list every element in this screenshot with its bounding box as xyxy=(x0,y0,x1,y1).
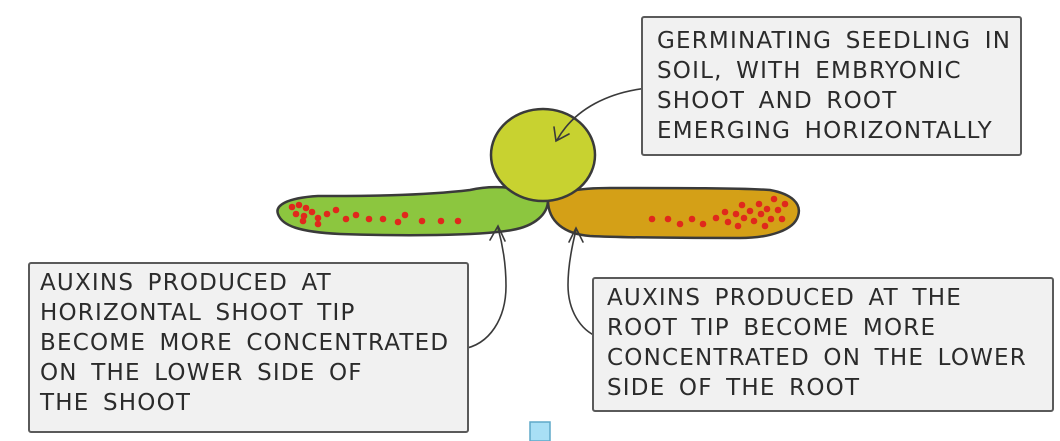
root-auxin-dot xyxy=(721,208,729,216)
root-auxin-dot xyxy=(724,218,732,226)
root-auxin-dot xyxy=(767,215,775,223)
shoot-auxin-dot xyxy=(379,215,387,223)
root-auxin-dot xyxy=(712,214,720,222)
root-auxin-dot xyxy=(676,220,684,228)
root-label-line-2: ROOT TIP BECOME MORE xyxy=(607,315,937,341)
root-label-arrow xyxy=(567,229,599,338)
root-auxin-dot xyxy=(774,206,782,214)
root-auxin-dot xyxy=(738,201,746,209)
shoot-label-line-5: THE SHOOT xyxy=(40,390,192,416)
shoot-auxin-dot xyxy=(394,218,402,226)
shoot-auxin-dot xyxy=(292,210,300,218)
root-label-line-3: CONCENTRATED ON THE LOWER xyxy=(607,345,1027,371)
root-auxin-dot xyxy=(699,220,707,228)
shoot-label-line-3: BECOME MORE CONCENTRATED xyxy=(40,330,450,356)
root-label-line-1: AUXINS PRODUCED AT THE xyxy=(607,285,962,311)
root-label-line-4: SIDE OF THE ROOT xyxy=(607,375,861,401)
shoot-auxin-dot xyxy=(295,201,303,209)
shoot-auxin-dot xyxy=(302,204,310,212)
root-auxin-dot xyxy=(781,200,789,208)
shoot-auxin-dot xyxy=(314,220,322,228)
shoot-label-arrow-head xyxy=(489,224,506,242)
shoot-auxin-dot xyxy=(332,206,340,214)
root-auxin-dot xyxy=(778,215,786,223)
shoot-label-arrow xyxy=(461,227,507,350)
root-auxin-dot xyxy=(757,210,765,218)
shoot-auxin-dot xyxy=(300,212,308,220)
shoot-auxin-dot xyxy=(401,211,409,219)
seedling-label-line-4: EMERGING HORIZONTALLY xyxy=(657,118,993,144)
seedling-label-arrow xyxy=(556,87,649,141)
ground-marker xyxy=(529,421,551,441)
shoot-auxin-dot xyxy=(323,210,331,218)
shoot-label-line-1: AUXINS PRODUCED AT xyxy=(40,270,332,296)
root-auxin-label: AUXINS PRODUCED AT THE ROOT TIP BECOME M… xyxy=(592,277,1054,412)
root-auxin-dot xyxy=(734,222,742,230)
shoot-auxin-dot xyxy=(352,211,360,219)
shoot-auxin-label: AUXINS PRODUCED AT HORIZONTAL SHOOT TIP … xyxy=(28,262,469,433)
shoot-auxin-dot xyxy=(314,214,322,222)
root-label-arrow-head xyxy=(568,226,584,243)
root-auxin-dot xyxy=(763,205,771,213)
root-auxin-dot xyxy=(688,215,696,223)
root-auxin-dot xyxy=(746,207,754,215)
seedling-label-line-3: SHOOT AND ROOT xyxy=(657,88,898,114)
shoot-auxin-dot xyxy=(454,217,462,225)
root-auxin-dot xyxy=(750,217,758,225)
seedling-label: GERMINATING SEEDLING IN SOIL, WITH EMBRY… xyxy=(641,16,1022,156)
shoot-auxin-dots xyxy=(288,201,462,228)
seedling-label-line-1: GERMINATING SEEDLING IN xyxy=(657,28,1012,54)
seedling-label-arrow-head xyxy=(553,126,570,143)
root-auxin-dots xyxy=(648,195,789,230)
shoot xyxy=(276,185,550,237)
shoot-auxin-dot xyxy=(308,208,316,216)
root-auxin-dot xyxy=(761,222,769,230)
root-auxin-dot xyxy=(732,210,740,218)
shoot-auxin-dot xyxy=(365,215,373,223)
shoot-label-line-4: ON THE LOWER SIDE OF xyxy=(40,360,363,386)
root-auxin-dot xyxy=(648,215,656,223)
shoot-auxin-dot xyxy=(288,203,296,211)
seed xyxy=(489,107,597,203)
root-auxin-dot xyxy=(755,200,763,208)
seedling-label-line-2: SOIL, WITH EMBRYONIC xyxy=(657,58,962,84)
shoot-auxin-dot xyxy=(299,217,307,225)
shoot-auxin-dot xyxy=(418,217,426,225)
shoot-auxin-dot xyxy=(437,217,445,225)
shoot-label-line-2: HORIZONTAL SHOOT TIP xyxy=(40,300,356,326)
root-auxin-dot xyxy=(664,215,672,223)
root-auxin-dot xyxy=(770,195,778,203)
root-auxin-dot xyxy=(740,214,748,222)
shoot-auxin-dot xyxy=(342,215,350,223)
